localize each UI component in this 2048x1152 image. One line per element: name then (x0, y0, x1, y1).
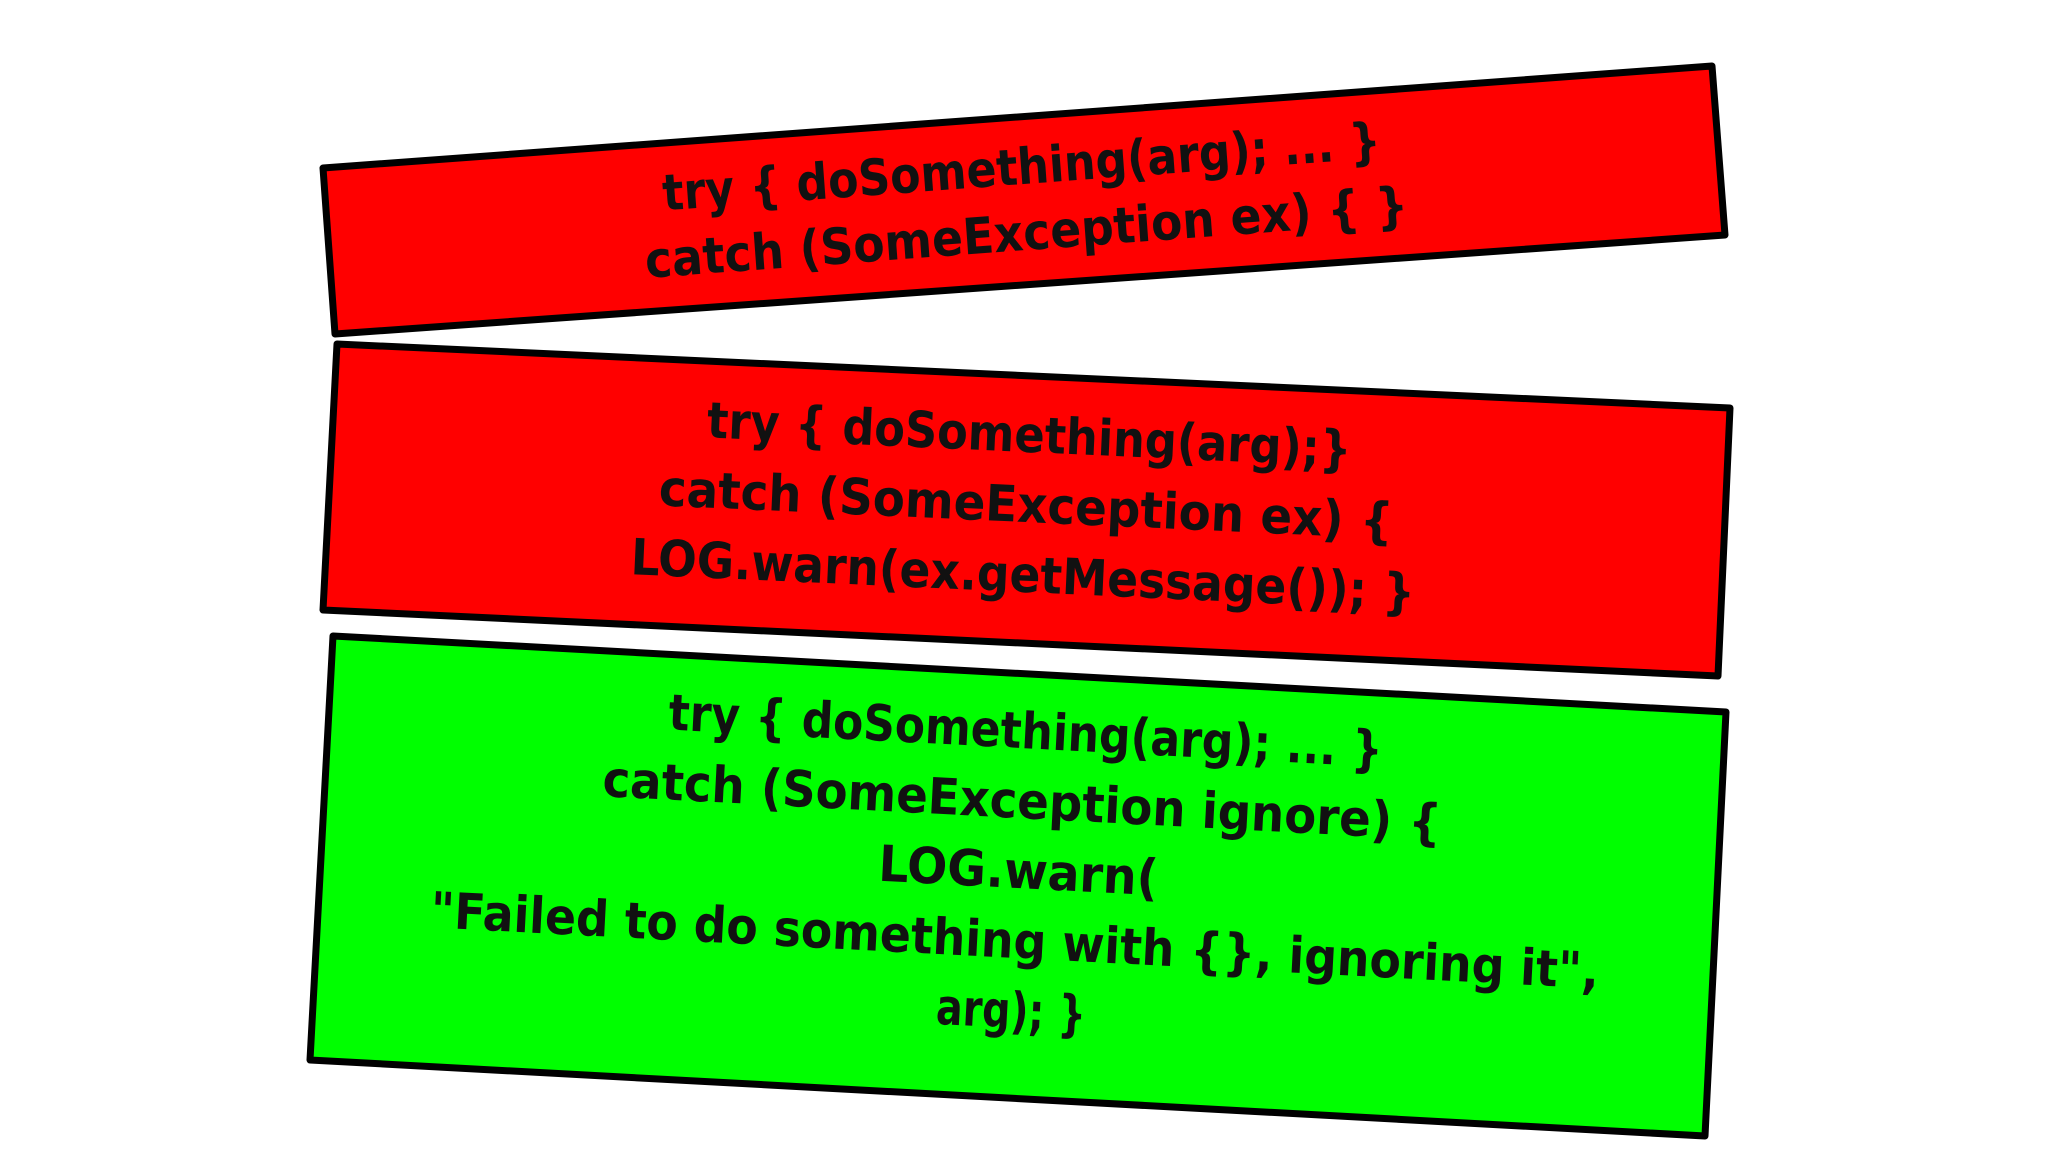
panel-good-logged: try { doSomething(arg); ... } catch (Som… (306, 632, 1730, 1140)
panel-3-line-5: arg); } (935, 978, 1088, 1044)
panel-bad-message-only: try { doSomething(arg);} catch (SomeExce… (319, 340, 1734, 680)
panel-2-box (319, 340, 1734, 680)
panel-bad-swallow: try { doSomething(arg); ... } catch (Som… (319, 62, 1729, 338)
panel-1-box (319, 62, 1729, 338)
panel-3-box (306, 632, 1730, 1140)
